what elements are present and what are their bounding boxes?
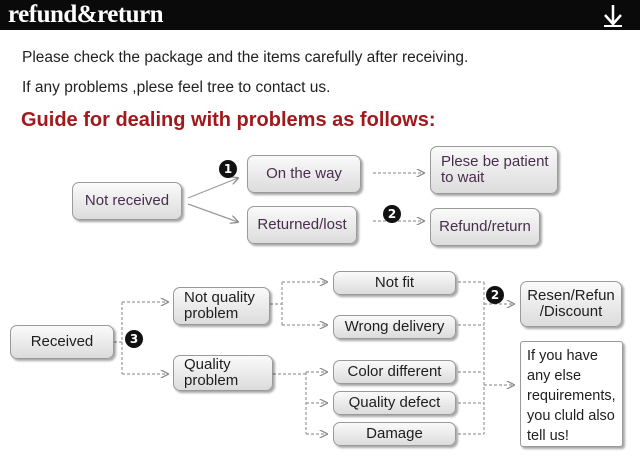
please-wait-label: Plese be patient to wait xyxy=(441,153,549,186)
not-received-box: Not received xyxy=(72,182,182,220)
step-3-badge: 3 xyxy=(125,330,143,348)
received-label: Received xyxy=(30,333,94,350)
color-different-label: Color different xyxy=(347,363,442,380)
resend-refund-discount-box: Resen/Refun /Discount xyxy=(520,281,622,327)
not-quality-problem-box: Not quality problem xyxy=(173,287,270,325)
header-title: refund&return xyxy=(8,1,164,28)
else-requirements-label: If you have any else requirements, you c… xyxy=(527,348,616,444)
returned-lost-box: Returned/lost xyxy=(247,206,357,244)
on-the-way-box: On the way xyxy=(247,155,361,193)
wrong-delivery-label: Wrong delivery xyxy=(344,318,445,335)
damage-box: Damage xyxy=(333,422,456,446)
down-arrow-icon xyxy=(604,5,622,27)
header-bar: refund&return xyxy=(0,0,640,30)
please-wait-box: Plese be patient to wait xyxy=(430,146,558,194)
quality-defect-box: Quality defect xyxy=(333,391,456,415)
step-2-badge-bottom: 2 xyxy=(486,286,504,304)
color-different-box: Color different xyxy=(333,360,456,384)
damage-label: Damage xyxy=(366,425,423,442)
resend-refund-discount-label: Resen/Refun /Discount xyxy=(527,287,615,320)
not-fit-box: Not fit xyxy=(333,271,456,295)
wrong-delivery-box: Wrong delivery xyxy=(333,315,456,339)
on-the-way-label: On the way xyxy=(266,165,342,182)
not-quality-problem-label: Not quality problem xyxy=(184,289,255,322)
received-box: Received xyxy=(10,325,114,359)
step-2-badge-top: 2 xyxy=(383,205,401,223)
not-received-label: Not received xyxy=(84,192,170,209)
guide-title: Guide for dealing with problems as follo… xyxy=(21,109,436,131)
returned-lost-label: Returned/lost xyxy=(257,216,347,233)
step-1-badge: 1 xyxy=(219,160,237,178)
intro-line-1: Please check the package and the items c… xyxy=(22,49,469,66)
not-fit-label: Not fit xyxy=(374,274,415,291)
intro-line-2: If any problems ,plese feel tree to cont… xyxy=(22,79,331,96)
quality-defect-label: Quality defect xyxy=(348,394,441,411)
refund-return-label: Refund/return xyxy=(439,218,531,235)
quality-problem-box: Quality problem xyxy=(173,355,273,391)
else-requirements-box: If you have any else requirements, you c… xyxy=(520,341,623,447)
quality-problem-label: Quality problem xyxy=(184,356,239,389)
refund-return-box: Refund/return xyxy=(430,208,540,246)
